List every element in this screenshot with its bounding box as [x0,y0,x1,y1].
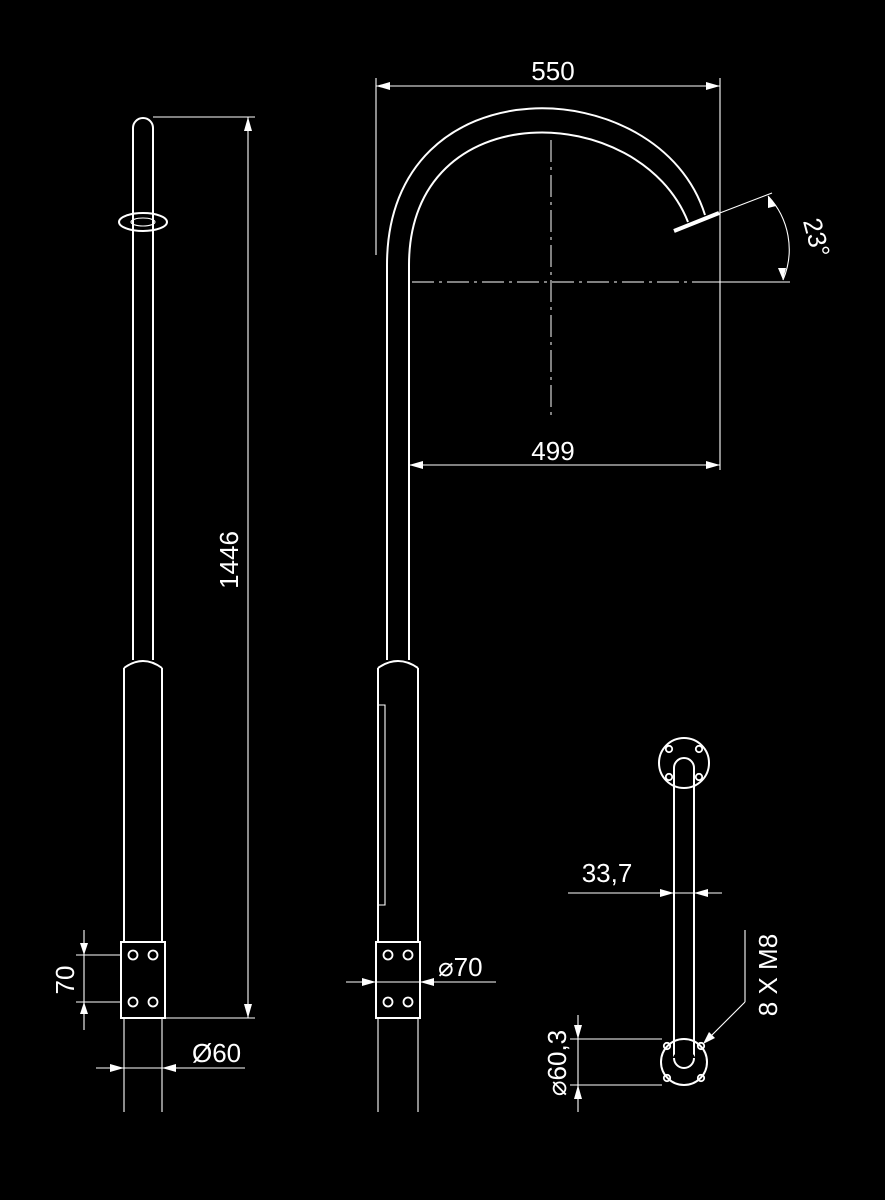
dim-width-top: 550 [531,56,574,86]
flange-bolt [662,1041,672,1051]
dim-clamp-height: 70 [50,966,80,995]
bolt-spec: 8 X M8 [753,934,783,1016]
collar-ring-inner [130,217,156,227]
arrowhead [768,196,776,208]
arrowhead [574,1085,582,1099]
arrowhead [80,943,88,955]
arrowhead [706,461,720,469]
top-flange [658,737,710,789]
bolt-hole [402,949,414,961]
base-clamp [375,941,421,1019]
flange-bolt [662,1073,672,1083]
arrowhead [409,461,423,469]
arrowhead [244,1004,252,1018]
bolt-hole [127,949,139,961]
arrowhead [162,1064,176,1072]
collar-ring [118,212,168,232]
front-view-hook-pole: 550 499 23° ⌀70 [346,56,836,1112]
arrowhead [376,82,390,90]
flange-bolt [664,772,674,782]
angle-arc [767,195,790,281]
end-plate [673,211,720,233]
dim-angle: 23° [797,215,836,261]
flange-bolt [696,1041,706,1051]
arrowhead [778,268,786,280]
flange-bolt [696,1073,706,1083]
arrowhead [362,978,376,986]
dim-pole-height: 1446 [214,531,244,589]
arrowhead [574,1025,582,1039]
dim-bracket-diameter: 33,7 [582,858,633,888]
arrowhead [110,1064,124,1072]
arrowhead [420,978,434,986]
bottom-flange [660,1038,708,1086]
door-panel [378,704,386,906]
dim-reach: 499 [531,436,574,466]
sleeve [377,660,419,942]
flange-bolt [694,744,704,754]
dim-pole-diameter: Ø60 [192,1038,241,1068]
bracket-tube [673,757,695,1058]
dim-sleeve-diameter: ⌀70 [438,952,483,982]
hook-outer [386,107,706,660]
angle-extension [711,192,773,217]
bolt-hole [147,949,159,961]
side-view-pole: 1446 70 Ø60 [50,116,255,1112]
bolt-hole [127,996,139,1008]
arrowhead [703,1032,715,1044]
bolt-hole [382,949,394,961]
upper-tube [132,117,154,660]
arrowhead [706,82,720,90]
arrowhead [80,1002,88,1014]
bracket-detail: 33,7 ⌀60,3 8 X M8 [542,737,783,1112]
bolt-hole [382,996,394,1008]
arrowhead [694,889,708,897]
flange-mask [672,1050,696,1074]
arrowhead [244,117,252,131]
flange-bolt [664,744,674,754]
sleeve [123,660,163,942]
dim-flange-diameter: ⌀60,3 [542,1030,572,1096]
bolt-hole [402,996,414,1008]
hook-inner [408,131,689,660]
base-clamp [120,941,166,1019]
bolt-hole [147,996,159,1008]
bottom-tube-end [673,1057,695,1069]
flange-bolt [694,772,704,782]
arrowhead [660,889,674,897]
